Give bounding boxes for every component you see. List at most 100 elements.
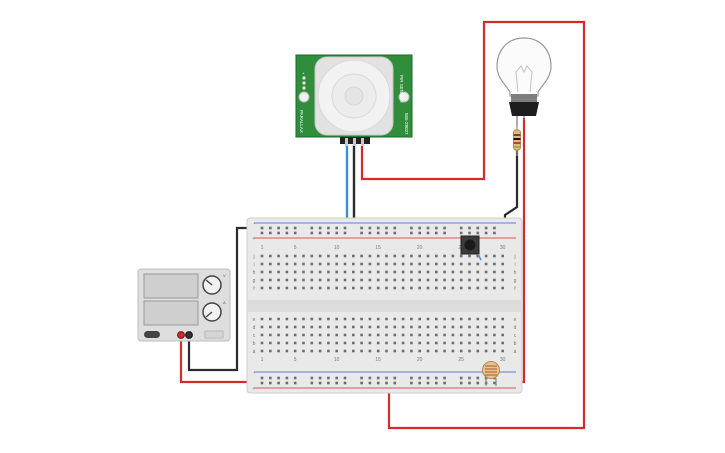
breadboard-hole[interactable]: [310, 381, 314, 385]
breadboard-hole[interactable]: [468, 226, 471, 230]
breadboard-hole[interactable]: [401, 286, 405, 290]
breadboard-hole[interactable]: [459, 325, 463, 329]
breadboard-hole[interactable]: [418, 349, 421, 353]
breadboard-hole[interactable]: [418, 262, 421, 266]
breadboard-hole[interactable]: [443, 341, 446, 345]
breadboard-hole[interactable]: [418, 231, 421, 235]
breadboard-hole[interactable]: [269, 262, 272, 266]
breadboard-hole[interactable]: [293, 226, 297, 230]
breadboard-hole[interactable]: [385, 333, 388, 337]
breadboard-hole[interactable]: [327, 231, 330, 235]
breadboard-hole[interactable]: [393, 341, 397, 345]
power-switch[interactable]: [144, 331, 160, 338]
breadboard-hole[interactable]: [277, 231, 280, 235]
breadboard-hole[interactable]: [476, 278, 480, 282]
breadboard-hole[interactable]: [484, 349, 488, 353]
breadboard-hole[interactable]: [418, 286, 421, 290]
breadboard-hole[interactable]: [476, 317, 480, 321]
breadboard-hole[interactable]: [269, 376, 272, 380]
breadboard-hole[interactable]: [435, 349, 438, 353]
breadboard-hole[interactable]: [410, 376, 413, 380]
breadboard-hole[interactable]: [443, 270, 446, 274]
breadboard-hole[interactable]: [493, 381, 496, 385]
breadboard-hole[interactable]: [343, 325, 347, 329]
breadboard-hole[interactable]: [493, 278, 496, 282]
breadboard-hole[interactable]: [459, 270, 463, 274]
breadboard-hole[interactable]: [335, 376, 338, 380]
breadboard-hole[interactable]: [468, 254, 471, 258]
breadboard-hole[interactable]: [376, 325, 380, 329]
breadboard-hole[interactable]: [393, 381, 397, 385]
breadboard-hole[interactable]: [376, 278, 380, 282]
breadboard-hole[interactable]: [343, 254, 347, 258]
breadboard-hole[interactable]: [385, 278, 388, 282]
breadboard-hole[interactable]: [484, 226, 488, 230]
breadboard-hole[interactable]: [368, 262, 372, 266]
breadboard-hole[interactable]: [293, 254, 297, 258]
breadboard-hole[interactable]: [285, 270, 289, 274]
breadboard-hole[interactable]: [410, 341, 413, 345]
breadboard-hole[interactable]: [451, 325, 455, 329]
breadboard-hole[interactable]: [459, 376, 463, 380]
breadboard-hole[interactable]: [426, 349, 430, 353]
breadboard-hole[interactable]: [443, 349, 446, 353]
breadboard-hole[interactable]: [368, 231, 372, 235]
breadboard-hole[interactable]: [493, 254, 496, 258]
breadboard-hole[interactable]: [327, 262, 330, 266]
breadboard-hole[interactable]: [401, 278, 405, 282]
breadboard-hole[interactable]: [335, 349, 338, 353]
breadboard-hole[interactable]: [368, 381, 372, 385]
breadboard-hole[interactable]: [451, 254, 455, 258]
breadboard-hole[interactable]: [443, 381, 446, 385]
breadboard-hole[interactable]: [393, 231, 397, 235]
breadboard-hole[interactable]: [277, 349, 280, 353]
breadboard-hole[interactable]: [501, 278, 504, 282]
breadboard-hole[interactable]: [277, 286, 280, 290]
breadboard-hole[interactable]: [418, 325, 421, 329]
breadboard-hole[interactable]: [260, 317, 264, 321]
breadboard-hole[interactable]: [277, 262, 280, 266]
breadboard-hole[interactable]: [343, 231, 347, 235]
breadboard-hole[interactable]: [310, 262, 314, 266]
breadboard-hole[interactable]: [285, 286, 289, 290]
breadboard-hole[interactable]: [435, 376, 438, 380]
photoresistor[interactable]: [482, 361, 500, 387]
breadboard-hole[interactable]: [493, 341, 496, 345]
breadboard-hole[interactable]: [435, 286, 438, 290]
breadboard-hole[interactable]: [468, 317, 471, 321]
breadboard-hole[interactable]: [418, 270, 421, 274]
breadboard-hole[interactable]: [327, 254, 330, 258]
breadboard-hole[interactable]: [393, 349, 397, 353]
breadboard-hole[interactable]: [484, 325, 488, 329]
breadboard-hole[interactable]: [451, 349, 455, 353]
breadboard-hole[interactable]: [343, 226, 347, 230]
breadboard-hole[interactable]: [269, 226, 272, 230]
breadboard-hole[interactable]: [352, 341, 355, 345]
breadboard-hole[interactable]: [501, 317, 504, 321]
breadboard-hole[interactable]: [451, 270, 455, 274]
breadboard-hole[interactable]: [285, 341, 289, 345]
breadboard-hole[interactable]: [468, 231, 471, 235]
breadboard-hole[interactable]: [410, 349, 413, 353]
breadboard-hole[interactable]: [393, 226, 397, 230]
breadboard-hole[interactable]: [501, 325, 504, 329]
breadboard-hole[interactable]: [426, 381, 430, 385]
breadboard-hole[interactable]: [318, 226, 322, 230]
pushbutton-cap[interactable]: [464, 239, 476, 251]
breadboard-hole[interactable]: [443, 333, 446, 337]
breadboard-hole[interactable]: [476, 381, 480, 385]
breadboard-hole[interactable]: [426, 286, 430, 290]
breadboard-hole[interactable]: [318, 317, 322, 321]
breadboard-hole[interactable]: [335, 325, 338, 329]
breadboard-hole[interactable]: [476, 376, 480, 380]
breadboard-hole[interactable]: [443, 231, 446, 235]
breadboard-hole[interactable]: [501, 254, 504, 258]
breadboard-hole[interactable]: [401, 325, 405, 329]
breadboard-hole[interactable]: [318, 376, 322, 380]
breadboard-hole[interactable]: [277, 254, 280, 258]
breadboard-hole[interactable]: [410, 254, 413, 258]
breadboard-hole[interactable]: [335, 317, 338, 321]
breadboard-hole[interactable]: [418, 226, 421, 230]
breadboard-hole[interactable]: [343, 278, 347, 282]
breadboard-hole[interactable]: [459, 333, 463, 337]
